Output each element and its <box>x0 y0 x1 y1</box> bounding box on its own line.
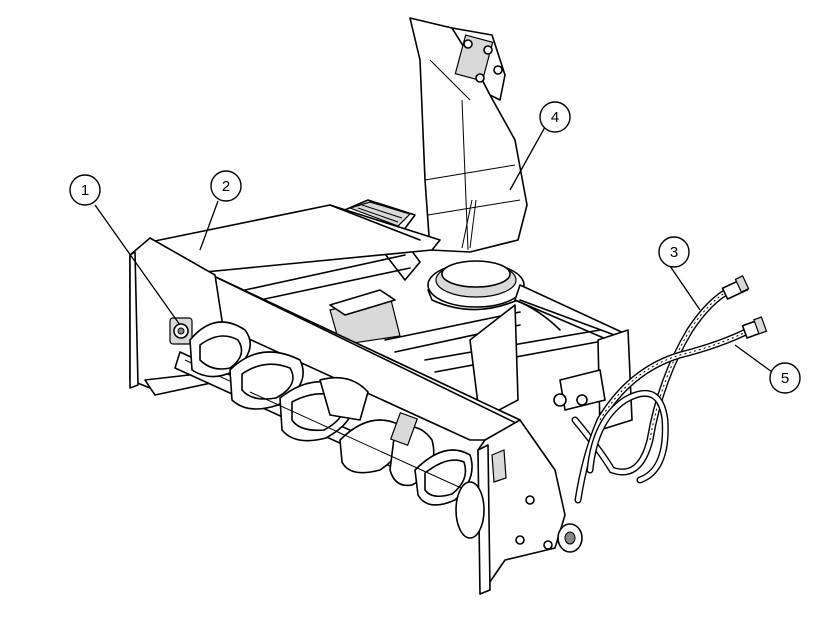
callout-5: 5 <box>734 344 801 394</box>
callout-2: 2 <box>199 170 242 251</box>
hydraulic-hose-5 <box>574 316 768 504</box>
hydraulic-hose-loop <box>586 389 669 484</box>
right-side-plate <box>455 419 583 595</box>
auger-assembly <box>174 321 481 507</box>
chute-rotation-ring <box>427 260 525 311</box>
callout-label-1: 1 <box>81 182 89 199</box>
callout-label-4: 4 <box>551 109 559 126</box>
auger-bearing-1 <box>169 317 193 345</box>
rear-mount-frame <box>553 329 633 431</box>
callout-label-2: 2 <box>222 178 230 195</box>
callout-label-5: 5 <box>781 370 789 387</box>
discharge-chute <box>409 17 528 253</box>
callout-3: 3 <box>658 236 701 311</box>
callout-1: 1 <box>69 174 181 326</box>
hydraulic-hose-3 <box>571 275 750 476</box>
callout-4: 4 <box>509 101 571 191</box>
callout-label-3: 3 <box>670 244 678 261</box>
